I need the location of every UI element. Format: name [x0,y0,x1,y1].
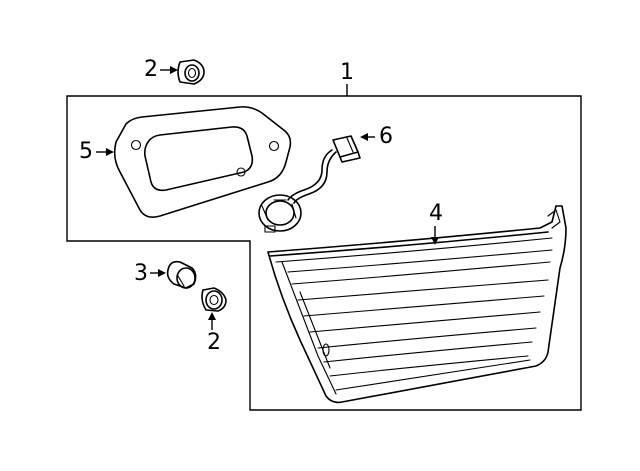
callout-4: 4 [429,201,443,226]
assembly-boundary [66,95,582,411]
callout-3: 3 [134,261,148,286]
bolt-part-3 [166,260,197,289]
socket-harness-part-6 [258,135,361,233]
lamp-part-4 [267,205,567,404]
nut-part-2-upper [177,59,205,85]
callout-6: 6 [379,124,393,149]
callout-2-upper: 2 [144,57,158,82]
callout-5: 5 [79,139,93,164]
gasket-part-5 [113,106,292,218]
callout-1: 1 [340,60,354,85]
callout-2-lower: 2 [207,330,221,355]
nut-part-2-lower [201,287,227,312]
